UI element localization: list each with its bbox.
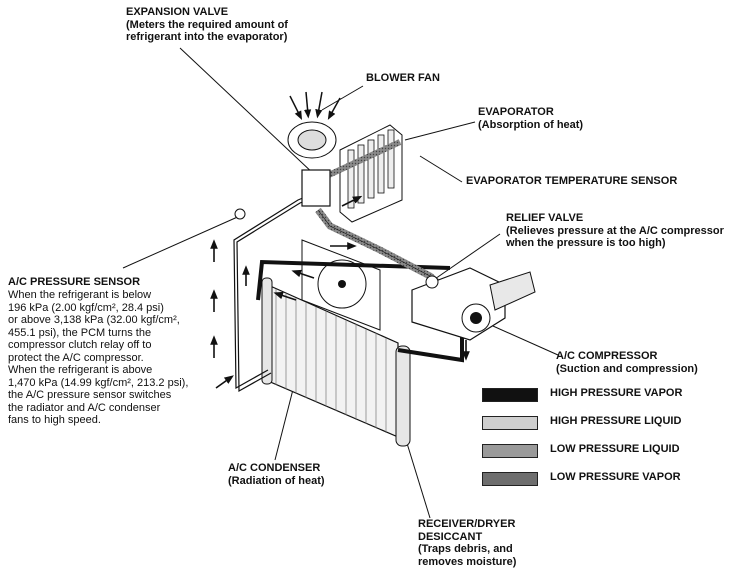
flow-arrows bbox=[210, 195, 470, 389]
receiver-dryer-label: RECEIVER/DRYER DESICCANT (Traps debris, … bbox=[418, 518, 516, 568]
evaporator-desc: (Absorption of heat) bbox=[478, 118, 584, 131]
evaporator-label: EVAPORATOR (Absorption of heat) bbox=[478, 106, 583, 131]
ac-pressure-sensor-title: A/C PRESSURE SENSOR bbox=[8, 276, 141, 288]
legend-swatch-low-pressure-vapor bbox=[482, 472, 538, 486]
ac-pressure-sensor-desc: When the refrigerant is below 196 kPa (2… bbox=[8, 289, 188, 427]
ac-condenser-graphic bbox=[261, 277, 411, 447]
expansion-valve-title: EXPANSION VALVE bbox=[126, 6, 229, 18]
receiver-dryer-title-1: RECEIVER/DRYER bbox=[418, 518, 516, 530]
expansion-valve-desc-2: refrigerant into the evaporator) bbox=[126, 31, 288, 43]
ac-pressure-sensor-line-9: the A/C pressure sensor switches bbox=[8, 389, 172, 401]
receiver-dryer-desc-1: (Traps debris, and bbox=[418, 543, 513, 555]
legend-swatch-high-pressure-liquid bbox=[482, 416, 538, 430]
evaporator-title: EVAPORATOR bbox=[478, 106, 554, 118]
ac-compressor-title: A/C COMPRESSOR bbox=[556, 350, 658, 362]
blower-fan-graphic bbox=[287, 91, 341, 159]
ac-pressure-sensor-line-4: 455.1 psi), the PCM turns the bbox=[8, 326, 152, 339]
ac-pressure-sensor-line-1: When the refrigerant is below bbox=[8, 289, 152, 301]
evap-temp-sensor-title: EVAPORATOR TEMPERATURE SENSOR bbox=[466, 175, 678, 187]
legend-label-high-pressure-vapor: HIGH PRESSURE VAPOR bbox=[550, 387, 683, 399]
ac-pressure-sensor-line-7: When the refrigerant is above bbox=[8, 364, 153, 376]
receiver-dryer-title-2: DESICCANT bbox=[418, 530, 483, 543]
ac-pressure-sensor-line-10: the radiator and A/C condenser bbox=[8, 401, 161, 414]
relief-valve-graphic bbox=[425, 275, 439, 289]
ac-condenser-title: A/C CONDENSER bbox=[228, 462, 321, 474]
legend-swatch-high-pressure-vapor bbox=[482, 388, 538, 402]
ac-condenser-desc: (Radiation of heat) bbox=[228, 474, 325, 487]
ac-pressure-sensor-graphic bbox=[234, 208, 246, 220]
legend-label-high-pressure-liquid: HIGH PRESSURE LIQUID bbox=[550, 415, 682, 427]
ac-pressure-sensor-line-8: 1,470 kPa (14.99 kgf/cm², 213.2 psi), bbox=[8, 376, 189, 389]
blower-fan-label: BLOWER FAN bbox=[366, 72, 440, 85]
evap-temp-sensor-label: EVAPORATOR TEMPERATURE SENSOR bbox=[466, 175, 677, 188]
legend-swatch-low-pressure-liquid bbox=[482, 444, 538, 458]
ac-pressure-sensor-line-6: protect the A/C compressor. bbox=[8, 351, 144, 364]
ac-compressor-label: A/C COMPRESSOR (Suction and compression) bbox=[556, 350, 698, 375]
ac-pressure-sensor-line-5: compressor clutch relay off to bbox=[8, 339, 152, 351]
blower-fan-title: BLOWER FAN bbox=[366, 72, 440, 84]
expansion-valve-desc-1: (Meters the required amount of bbox=[126, 18, 288, 31]
expansion-valve-label: EXPANSION VALVE (Meters the required amo… bbox=[126, 6, 288, 44]
relief-valve-desc-2: when the pressure is too high) bbox=[506, 237, 666, 249]
ac-pressure-sensor-line-11: fans to high speed. bbox=[8, 414, 101, 426]
ac-pressure-sensor-line-2: 196 kPa (2.00 kgf/cm², 28.4 psi) bbox=[8, 301, 164, 314]
ac-pressure-sensor-line-3: or above 3,138 kPa (32.00 kgf/cm², bbox=[8, 314, 180, 326]
legend-label-low-pressure-liquid: LOW PRESSURE LIQUID bbox=[550, 443, 680, 455]
legend-label-low-pressure-vapor: LOW PRESSURE VAPOR bbox=[550, 471, 681, 483]
relief-valve-desc-1: (Relieves pressure at the A/C compressor bbox=[506, 224, 724, 237]
leader-lines bbox=[122, 47, 559, 519]
relief-valve-label: RELIEF VALVE (Relieves pressure at the A… bbox=[506, 212, 724, 250]
ac-pressure-sensor-label: A/C PRESSURE SENSOR bbox=[8, 276, 140, 289]
ac-compressor-desc: (Suction and compression) bbox=[556, 362, 698, 375]
expansion-valve-graphic bbox=[301, 169, 331, 207]
ac-condenser-label: A/C CONDENSER (Radiation of heat) bbox=[228, 462, 325, 487]
receiver-dryer-desc-2: removes moisture) bbox=[418, 555, 517, 568]
relief-valve-title: RELIEF VALVE bbox=[506, 212, 584, 224]
